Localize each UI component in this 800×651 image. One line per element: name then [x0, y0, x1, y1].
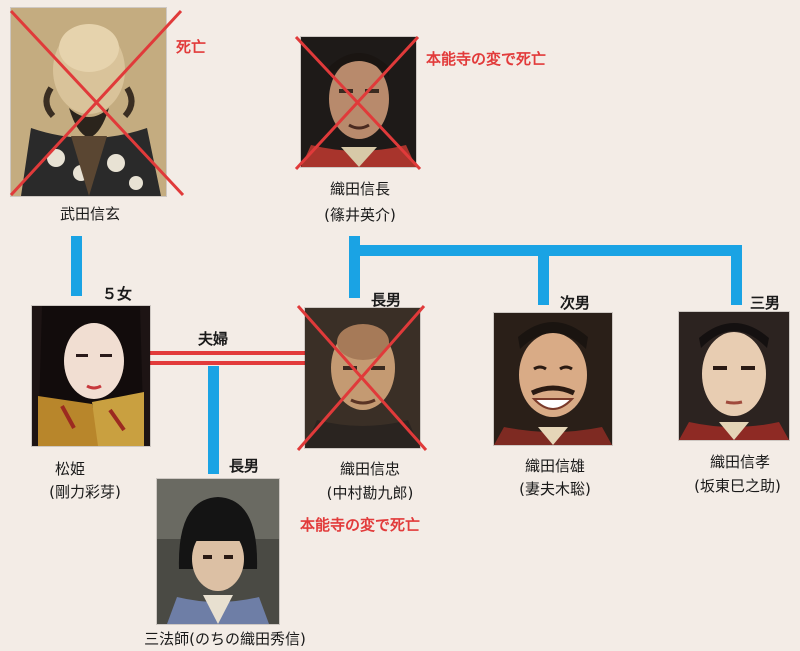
note-nobutada-honnoji: 本能寺の変で死亡	[300, 516, 421, 534]
portrait-oda-nobukatsu	[494, 313, 612, 445]
label-second-son: 次男	[560, 294, 591, 312]
note-shingen-deceased: 死亡	[176, 38, 207, 56]
portrait-oda-nobunaga	[301, 37, 416, 167]
actor-oda-nobutaka: (坂東巳之助)	[694, 477, 781, 495]
marriage-line-top	[148, 351, 308, 355]
name-matsuhime: 松姫	[54, 460, 85, 478]
label-eldest-son: 長男	[371, 291, 402, 309]
portrait-matsuhime	[32, 306, 150, 446]
portrait-takeda-shingen	[11, 8, 166, 196]
actor-oda-nobunaga: (篠井英介)	[324, 206, 396, 224]
marriage-line-bottom	[148, 361, 308, 365]
note-nobunaga-honnoji: 本能寺の変で死亡	[426, 50, 547, 68]
label-fifth-daughter: ５女	[102, 285, 133, 303]
line-to-nobutaka	[731, 245, 742, 305]
label-sanboshi-eldest-son: 長男	[229, 457, 260, 475]
portrait-oda-nobutada	[305, 308, 420, 448]
label-third-son: 三男	[750, 294, 781, 312]
portrait-oda-nobutaka	[679, 312, 789, 440]
line-shingen-to-matsuhime	[71, 236, 82, 296]
label-married: 夫婦	[198, 330, 229, 348]
actor-oda-nobukatsu: (妻夫木聡)	[519, 480, 591, 498]
name-oda-nobutaka: 織田信孝	[709, 453, 770, 471]
line-nobunaga-down	[349, 236, 360, 298]
name-oda-nobunaga: 織田信長	[329, 180, 390, 198]
name-sanboshi: 三法師(のちの織田秀信)	[144, 630, 306, 648]
portrait-sanboshi	[157, 479, 279, 624]
line-to-nobukatsu	[538, 245, 549, 305]
name-oda-nobutada: 織田信忠	[339, 460, 400, 478]
actor-oda-nobutada: (中村勘九郎)	[326, 484, 414, 502]
name-oda-nobukatsu: 織田信雄	[524, 457, 585, 475]
actor-matsuhime: (剛力彩芽)	[49, 483, 121, 501]
line-to-sanboshi	[208, 366, 219, 474]
name-takeda-shingen: 武田信玄	[59, 205, 120, 223]
